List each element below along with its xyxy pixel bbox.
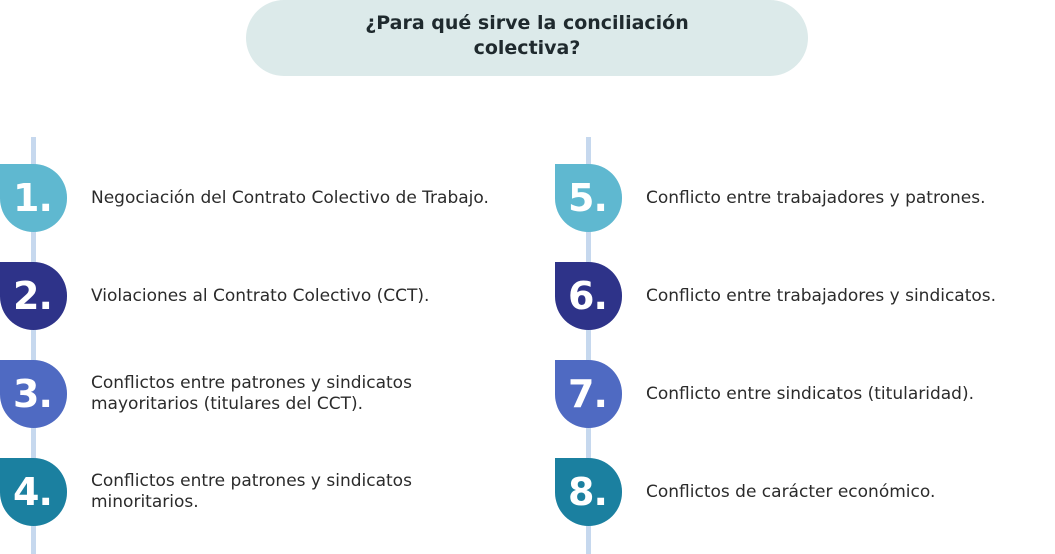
number-badge-3: 3. — [0, 360, 67, 428]
item-label: Violaciones al Contrato Colectivo (CCT). — [91, 285, 430, 306]
badge-number: 8. — [568, 470, 608, 514]
title-banner: ¿Para qué sirve la conciliación colectiv… — [246, 0, 808, 76]
badge-number: 6. — [568, 274, 608, 318]
number-badge-7: 7. — [555, 360, 622, 428]
item-label: Conflictos entre patrones y sindicatos m… — [91, 373, 412, 414]
page-title: ¿Para qué sirve la conciliación colectiv… — [365, 12, 689, 59]
item-label: Conflictos de carácter económico. — [646, 481, 936, 502]
item-label: Conflictos entre patrones y sindicatos m… — [91, 471, 412, 512]
number-badge-6: 6. — [555, 262, 622, 330]
number-badge-5: 5. — [555, 164, 622, 232]
badge-number: 3. — [13, 372, 53, 416]
item-label: Conflicto entre sindicatos (titularidad)… — [646, 383, 974, 404]
badge-number: 7. — [568, 372, 608, 416]
badge-number: 2. — [13, 274, 53, 318]
number-badge-4: 4. — [0, 458, 67, 526]
number-badge-2: 2. — [0, 262, 67, 330]
badge-number: 5. — [568, 176, 608, 220]
number-badge-1: 1. — [0, 164, 67, 232]
number-badge-8: 8. — [555, 458, 622, 526]
badge-number: 4. — [13, 470, 53, 514]
item-label: Conflicto entre trabajadores y sindicato… — [646, 285, 997, 306]
item-label: Conflicto entre trabajadores y patrones. — [646, 187, 986, 208]
item-label: Negociación del Contrato Colectivo de Tr… — [91, 187, 489, 208]
timeline-line-left — [31, 137, 36, 554]
badge-number: 1. — [13, 176, 53, 220]
timeline-line-right — [586, 137, 591, 554]
